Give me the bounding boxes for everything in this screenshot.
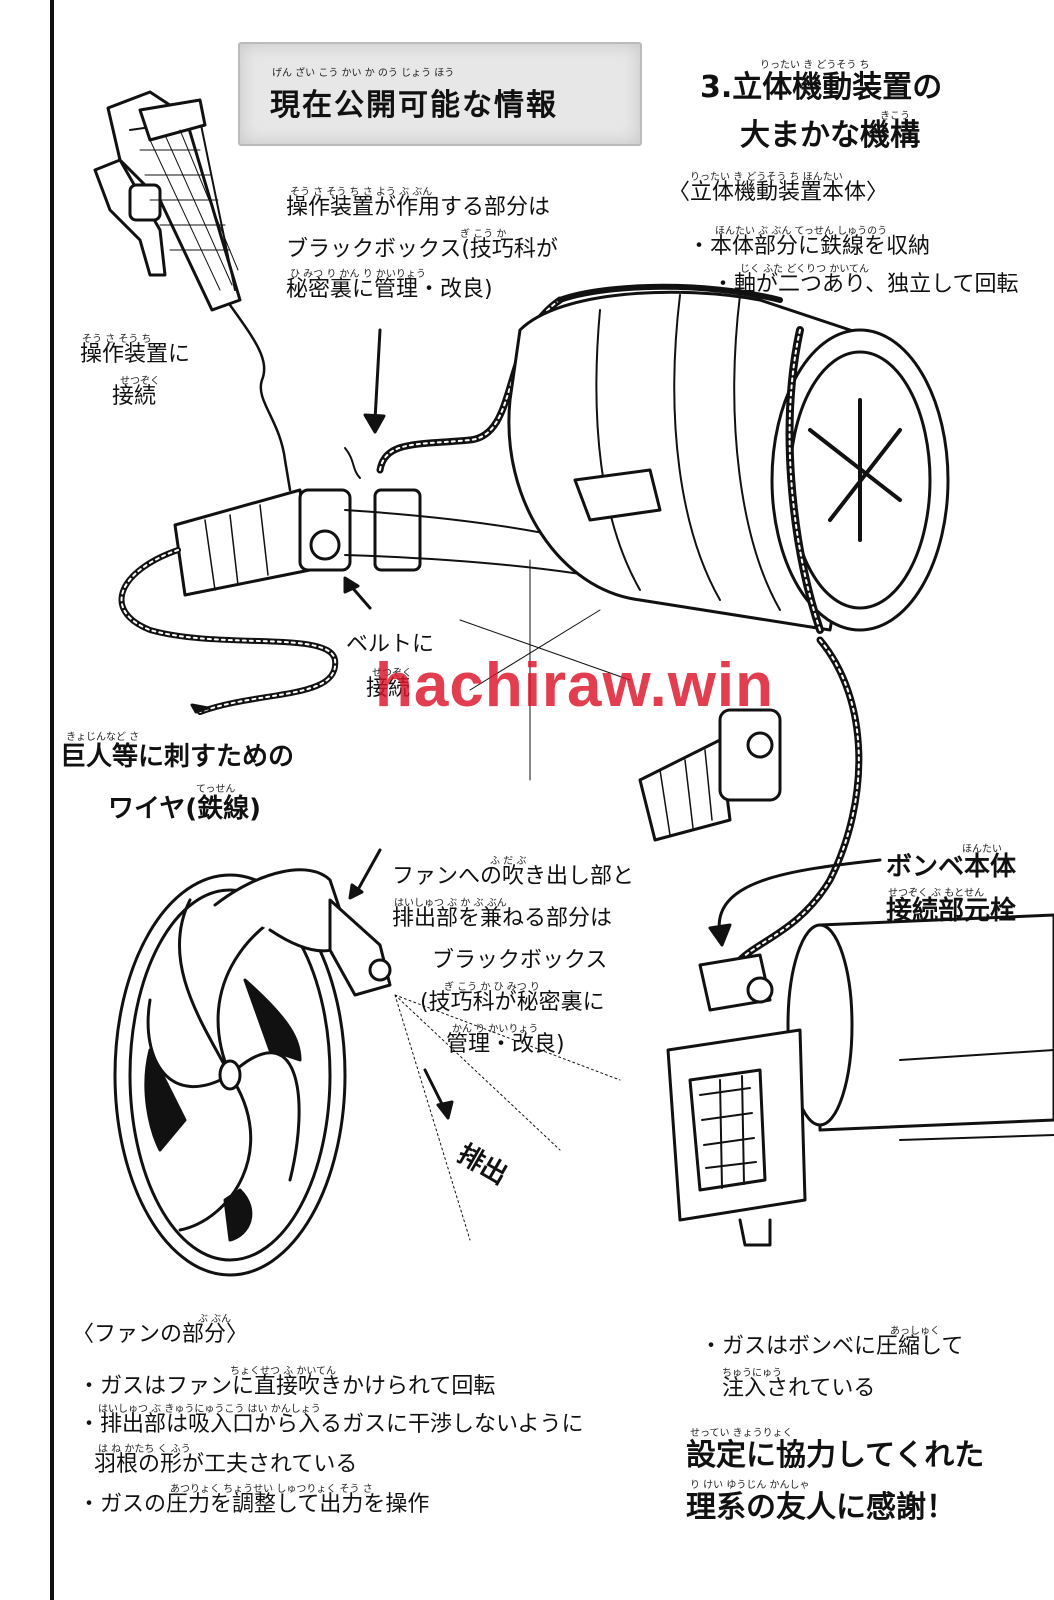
gear-handle-right [640, 710, 780, 840]
wire-line2: ワイヤ(鉄線) [108, 794, 261, 825]
fan-bb-line4: (技巧科が秘密裏に [420, 990, 605, 1016]
section-title-line1: 3.立体機動装置の [700, 70, 942, 106]
gear-drum [509, 287, 948, 630]
controller-connect-line1: 操作装置に [80, 342, 190, 368]
gas-note-line1: ・ガスはボンベに圧縮して [700, 1334, 963, 1360]
banner-title: 現在公開可能な情報 [270, 80, 558, 124]
thanks-line2: 理系の友人に感謝！ [686, 1490, 956, 1526]
bombe-line1: ボンベ本体 [886, 852, 1016, 883]
fan-item3: 羽根の形が工夫されている [94, 1452, 357, 1478]
wire-ruby2: てっせん [196, 780, 235, 795]
fan-item4: ・ガスの圧力を調整して出力を操作 [78, 1492, 429, 1518]
wire-ruby1: きょじんなど さ [66, 728, 139, 743]
fan-heading: 〈ファンの部分〉 [72, 1322, 248, 1348]
fan-bb-line2: 排出部を兼ねる部分は [392, 906, 612, 932]
fan-unit [115, 870, 390, 1275]
wire-line1: 巨人等に刺すための [60, 742, 294, 773]
section-title-line2: 大まかな機構 [740, 118, 920, 154]
gas-tank [668, 915, 1054, 1245]
gas-note-line2: 注入されている [722, 1376, 875, 1402]
main-body-item2: ・軸が二つあり、独立して回転 [712, 272, 1018, 298]
section-ruby: りったい き どうそう ち [760, 56, 870, 71]
thanks-line1: 設定に協力してくれた [686, 1438, 984, 1474]
watermark-text: hachiraw.win [375, 650, 774, 721]
main-body-item1: ・本体部分に鉄線を収納 [688, 234, 930, 260]
blackbox-upper-line2: ブラックボックス(技巧科が [286, 237, 558, 263]
fan-bb-line3: ブラックボックス [432, 948, 607, 974]
main-body-heading: 〈立体機動装置本体〉 [668, 180, 888, 206]
blackbox-upper-line3: 秘密裏に管理・改良) [286, 277, 493, 303]
blackbox-upper-line1: 操作装置が作用する部分は [286, 195, 550, 221]
fan-item2: ・排出部は吸入口から入るガスに干渉しないように [78, 1412, 584, 1438]
bombe-line2: 接続部元栓 [886, 896, 1016, 927]
controller-connect-line2: 接続 [112, 384, 156, 410]
fan-item1: ・ガスはファンに直接吹きかけられて回転 [78, 1374, 495, 1400]
fan-bb-line5: 管理・改良) [446, 1032, 565, 1058]
banner-ruby: げん ざい こう かい か のう じょう ほう [272, 64, 454, 79]
controller-grip [95, 92, 240, 310]
thanks-ruby1: せってい きょうりょく [690, 1424, 793, 1439]
thanks-ruby2: り けい ゆうじん かんしゃ [690, 1476, 810, 1491]
fan-bb-line1: ファンへの吹き出し部と [392, 864, 634, 890]
